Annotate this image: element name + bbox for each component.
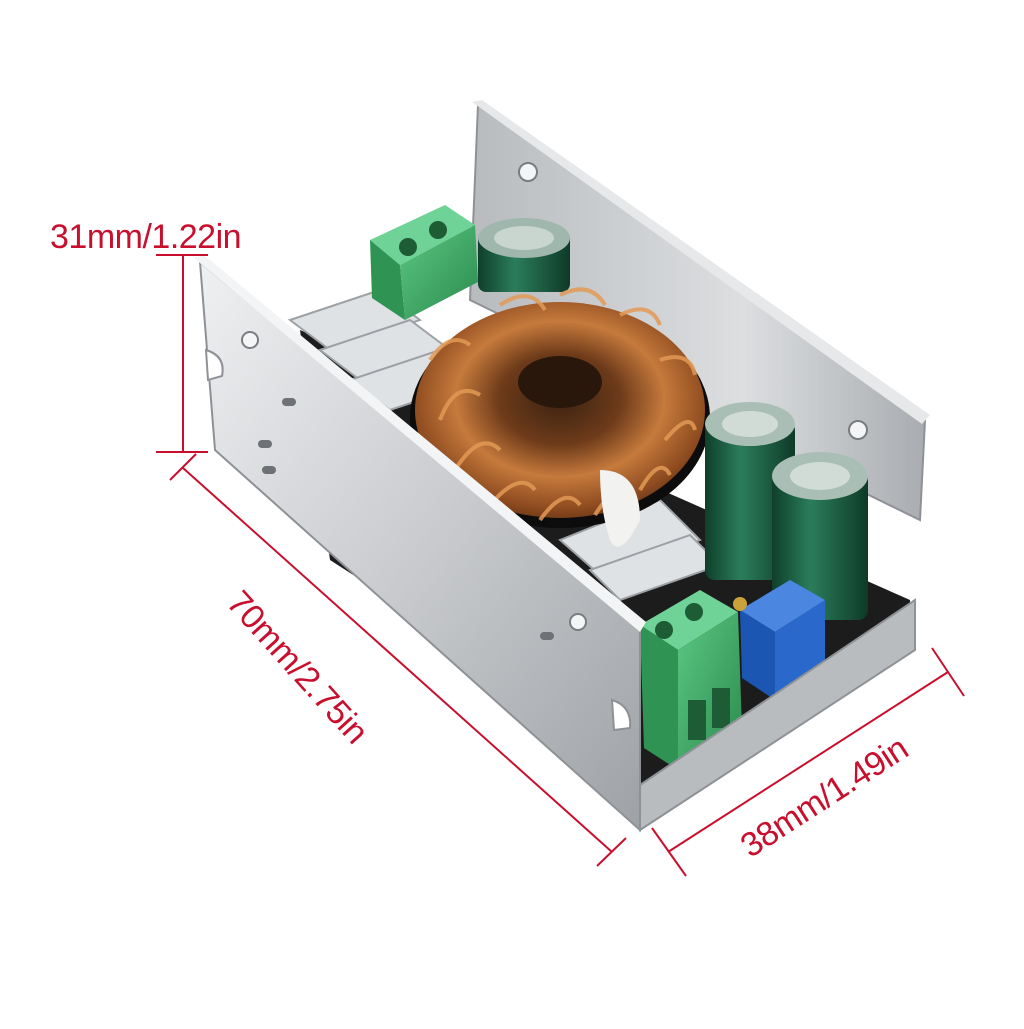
vent-slot	[258, 440, 272, 448]
capacitor-front-right	[772, 452, 868, 620]
width-dimension-line	[667, 671, 949, 853]
mounting-hole	[241, 331, 259, 349]
length-dimension-line	[182, 467, 613, 853]
vent-slot	[262, 466, 276, 474]
case-notch	[204, 348, 224, 382]
mounting-hole	[518, 162, 538, 182]
terminal-block-input	[370, 205, 478, 320]
case-back-wall-top	[472, 100, 930, 424]
vent-slot	[282, 398, 296, 406]
mounting-hole	[569, 613, 587, 631]
toroid-inductor	[410, 287, 710, 528]
case-bottom-rail	[639, 598, 916, 832]
height-dimension-label: 31mm/1.22in	[50, 218, 242, 256]
potentiometer	[733, 580, 825, 700]
capacitor-rear	[478, 218, 570, 292]
dimension-lines	[156, 254, 965, 877]
vent-slot	[540, 632, 554, 640]
mounting-hole	[848, 420, 868, 440]
case-front-wall-edge	[194, 255, 646, 632]
case-notch	[610, 698, 632, 732]
silicone-glue	[600, 470, 640, 547]
